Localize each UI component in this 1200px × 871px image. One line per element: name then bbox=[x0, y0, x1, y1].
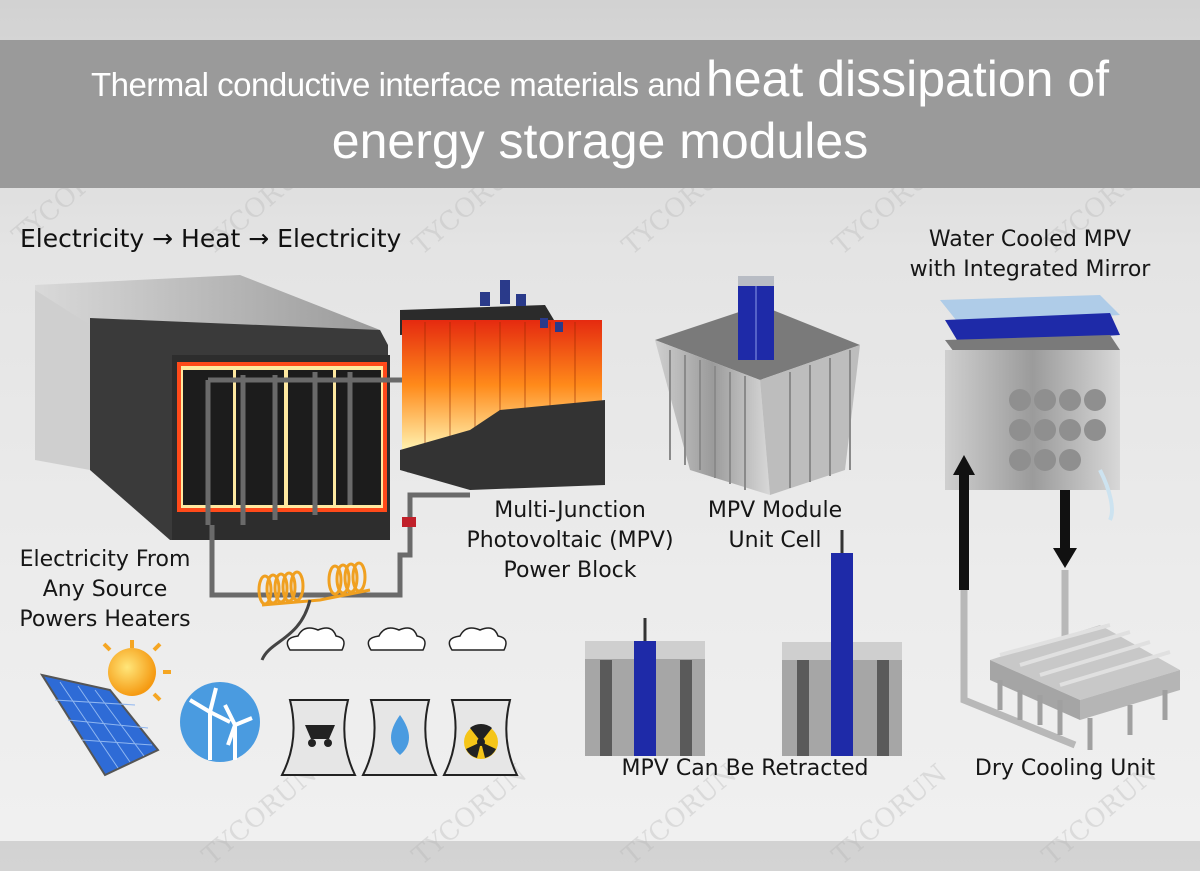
thermal-storage-box bbox=[35, 275, 470, 598]
label-retracted: MPV Can Be Retracted bbox=[621, 756, 869, 781]
label-line: MPV Module bbox=[707, 498, 843, 523]
label-line: Multi-Junction bbox=[494, 498, 646, 523]
title-line-1: Thermal conductive interface materials a… bbox=[0, 50, 1200, 108]
dry-cooling-unit bbox=[960, 570, 1180, 750]
coal-plant-icon bbox=[280, 627, 357, 776]
label-sources: Electricity From Any Source Powers Heate… bbox=[5, 545, 205, 635]
heater-coil bbox=[257, 561, 371, 607]
flow-caption: Electricity → Heat → Electricity bbox=[20, 224, 402, 253]
title-line-2: energy storage modules bbox=[331, 113, 869, 169]
title-big-text: heat dissipation of bbox=[706, 51, 1110, 107]
mpv-retracted-left bbox=[585, 618, 705, 756]
title-banner bbox=[0, 40, 1200, 188]
label-unit-cell: MPV Module Unit Cell bbox=[685, 496, 865, 556]
water-cooled-mpv bbox=[940, 295, 1120, 521]
title-small-text: Thermal conductive interface materials a… bbox=[90, 66, 701, 103]
label-power-block: Multi-Junction Photovoltaic (MPV) Power … bbox=[445, 496, 695, 586]
label-line: with Integrated Mirror bbox=[909, 257, 1151, 282]
gas-plant-icon bbox=[361, 627, 438, 776]
label-dry-cooling: Dry Cooling Unit bbox=[974, 756, 1156, 781]
solar-panel-icon bbox=[39, 673, 160, 777]
mpv-power-block bbox=[400, 280, 605, 490]
label-line: Unit Cell bbox=[728, 528, 822, 553]
label-water-cooled: Water Cooled MPV with Integrated Mirror bbox=[880, 225, 1180, 285]
flow-arrows bbox=[953, 455, 1077, 590]
nuclear-plant-icon bbox=[442, 627, 519, 776]
power-cord bbox=[260, 599, 312, 661]
mpv-unit-cell bbox=[655, 276, 860, 495]
label-line: Powers Heaters bbox=[19, 607, 191, 632]
label-line: Electricity From bbox=[19, 547, 191, 572]
mpv-extended-right bbox=[782, 530, 902, 756]
wind-turbine-icon bbox=[180, 682, 260, 762]
sun-icon bbox=[102, 640, 171, 702]
label-line: Water Cooled MPV bbox=[928, 227, 1132, 252]
label-line: Any Source bbox=[42, 577, 168, 602]
label-line: Power Block bbox=[503, 558, 637, 583]
diagram-graphics bbox=[35, 275, 1180, 777]
label-line: Photovoltaic (MPV) bbox=[466, 528, 674, 553]
